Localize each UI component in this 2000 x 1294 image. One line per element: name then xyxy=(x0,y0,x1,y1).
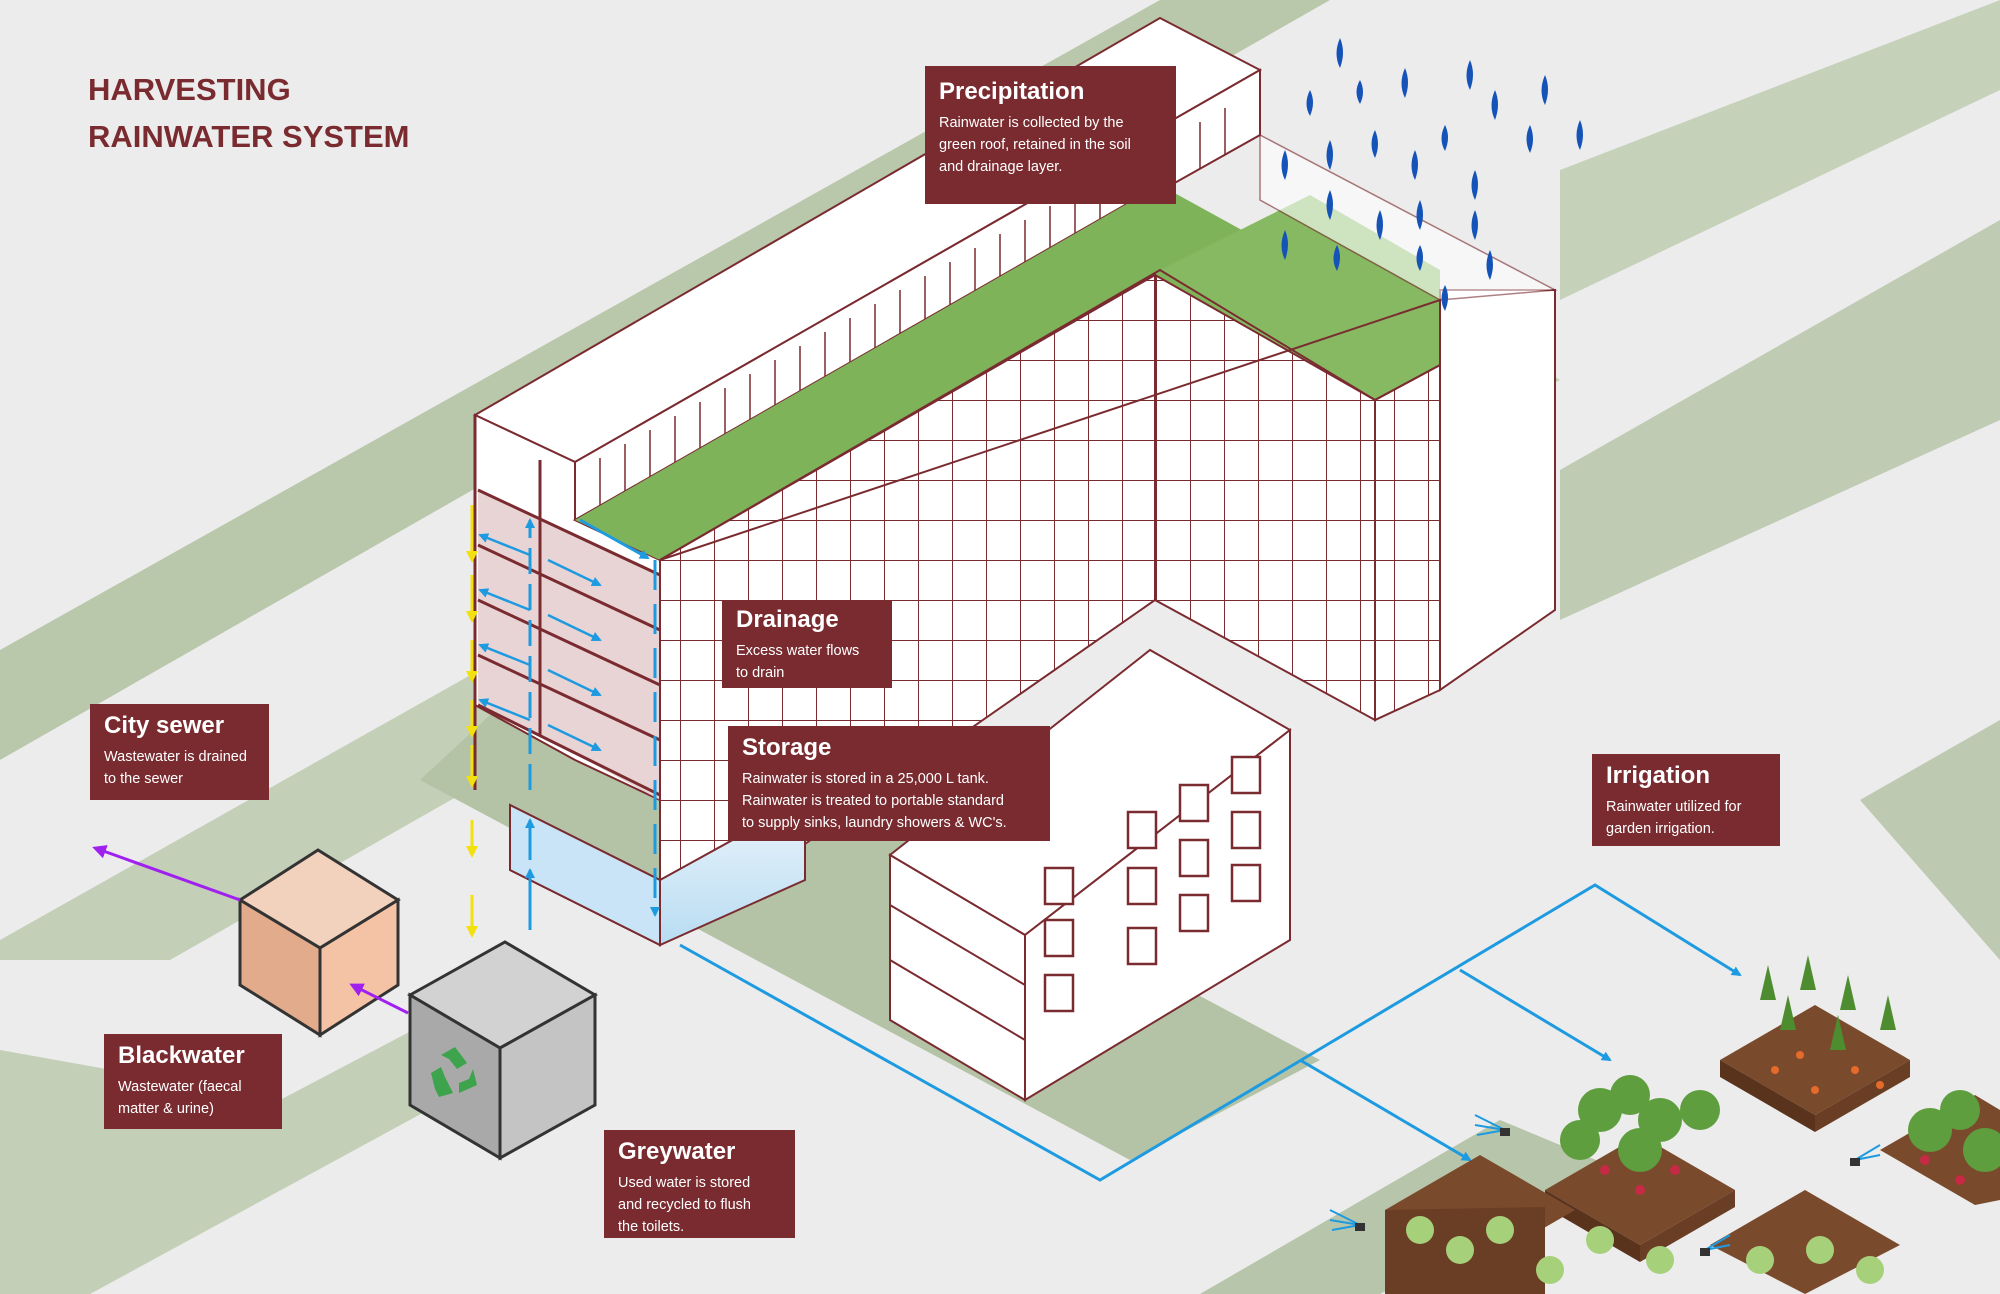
raindrop-icon xyxy=(1281,230,1288,260)
blackwater-label: Blackwater Wastewater (faecal matter & u… xyxy=(104,1034,282,1129)
raindrop-icon xyxy=(1281,150,1288,180)
raindrop-icon xyxy=(1306,90,1313,116)
storage-tank xyxy=(509,798,806,947)
city-sewer-label: City sewer Wastewater is drained to the … xyxy=(90,704,269,800)
raindrop-icon xyxy=(1441,125,1448,151)
secondary-building xyxy=(888,648,1292,1102)
raindrop-icon xyxy=(1471,210,1478,240)
irrigation-heading: Irrigation xyxy=(1606,762,1711,789)
rain-drops xyxy=(1281,38,1583,311)
raindrop-icon xyxy=(1416,245,1423,271)
storage-text: Rainwater is stored in a 25,000 L tank. … xyxy=(742,771,1007,831)
city-sewer-text: Wastewater is drained to the sewer xyxy=(104,749,247,787)
page-title: HARVESTING RAINWATER SYSTEM xyxy=(88,66,410,160)
precipitation-label: Precipitation Rainwater is collected by … xyxy=(925,66,1176,204)
greywater-text: Used water is stored and recycled to flu… xyxy=(618,1175,751,1235)
title-line-2: RAINWATER SYSTEM xyxy=(88,119,410,154)
raindrop-icon xyxy=(1326,140,1333,170)
raindrop-icon xyxy=(1326,190,1333,220)
raindrop-icon xyxy=(1356,80,1363,104)
drainage-text: Excess water flows to drain xyxy=(736,643,860,681)
precipitation-heading: Precipitation xyxy=(939,78,1085,105)
raindrop-icon xyxy=(1411,150,1418,180)
raindrop-icon xyxy=(1541,75,1548,105)
water-flow-lines xyxy=(92,505,1742,1182)
storage-heading: Storage xyxy=(742,734,832,761)
raindrop-icon xyxy=(1401,68,1408,98)
storage-label: Storage Rainwater is stored in a 25,000 … xyxy=(728,726,1050,841)
raindrop-icon xyxy=(1376,210,1383,240)
precipitation-text: Rainwater is collected by the green roof… xyxy=(939,115,1131,175)
blackwater-heading: Blackwater xyxy=(118,1042,245,1069)
recycle-icon xyxy=(431,1047,477,1097)
raindrop-icon xyxy=(1471,170,1478,200)
drainage-label: Drainage Excess water flows to drain xyxy=(722,600,892,688)
greywater-label: Greywater Used water is stored and recyc… xyxy=(604,1130,795,1238)
raindrop-icon xyxy=(1416,200,1423,230)
city-sewer-heading: City sewer xyxy=(104,712,225,739)
blackwater-text: Wastewater (faecal matter & urine) xyxy=(118,1079,242,1117)
greywater-cube xyxy=(406,940,599,1161)
irrigation-label: Irrigation Rainwater utilized for garden… xyxy=(1592,754,1780,846)
drainage-heading: Drainage xyxy=(736,606,839,633)
raindrop-icon xyxy=(1466,60,1473,90)
irrigation-text: Rainwater utilized for garden irrigation… xyxy=(1606,799,1742,837)
greywater-heading: Greywater xyxy=(618,1138,736,1165)
raindrop-icon xyxy=(1486,250,1493,280)
raindrop-icon xyxy=(1333,245,1340,271)
raindrop-icon xyxy=(1576,120,1583,150)
raindrop-icon xyxy=(1526,125,1533,153)
title-line-1: HARVESTING xyxy=(88,72,291,107)
garden-beds xyxy=(1329,955,2000,1294)
raindrop-icon xyxy=(1371,130,1378,158)
raindrop-icon xyxy=(1336,38,1343,68)
blackwater-cube xyxy=(237,848,401,1038)
raindrop-icon xyxy=(1441,285,1448,311)
raindrop-icon xyxy=(1491,90,1498,120)
